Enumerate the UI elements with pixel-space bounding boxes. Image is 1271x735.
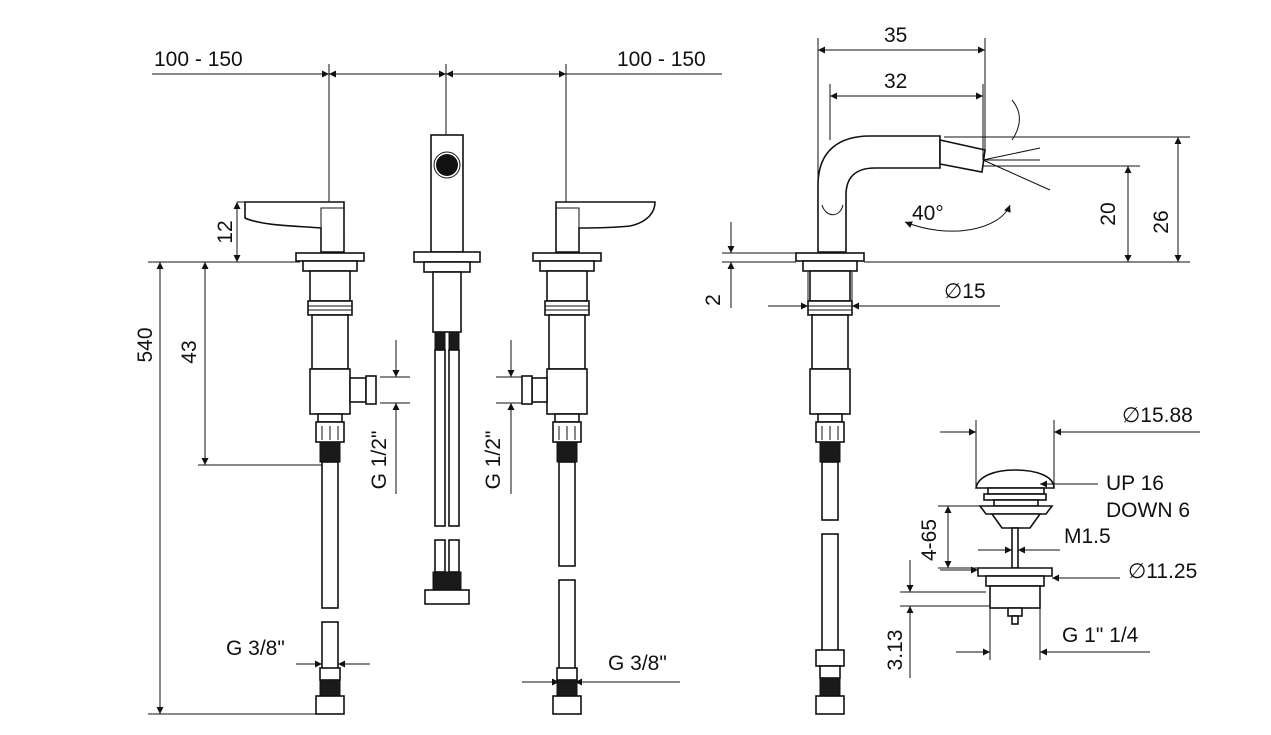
waste-down-label: DOWN 6 [1106,499,1190,522]
body-length-label: 43 [178,340,201,363]
center-spout-front [413,134,481,605]
waste-rod-label: M1.5 [1064,525,1111,548]
spacing-dimension: 100 - 150 100 - 150 [152,48,722,260]
waste-diameter-label: ∅15.88 [1122,404,1193,427]
hose-left-label: G 3/8" [226,637,285,660]
waste-height-label: 3.13 [884,630,907,671]
inlet-left-label: G 1/2" [368,431,391,490]
spout-reach-inner-label: 32 [884,70,907,93]
waste-up-label: UP 16 [1106,472,1164,495]
shank-diameter-dimension: ∅15 [768,272,1000,315]
waste-body-diameter-label: ∅11.25 [1128,560,1197,583]
spout-height-dimension: 20 26 [864,136,1190,263]
hose-right-dimension: G 3/8" [522,652,680,686]
hose-right-label: G 3/8" [608,652,667,675]
spout-reach-label: 35 [884,24,907,47]
inlet-right-label: G 1/2" [482,431,505,490]
flange-thickness-label: 2 [702,294,725,306]
waste-thread-label: G 1" 1/4 [1062,624,1139,647]
spout-reach-dimension: 35 32 [817,24,986,182]
left-valve [244,201,377,715]
body-length-dimension: 43 [178,262,322,466]
flange-thickness-dimension: 2 [702,222,796,308]
hose-left-dimension: G 3/8" [226,637,370,668]
spray-angle-label: 40° [912,202,944,225]
inlet-right-dimension: G 1/2" [482,340,522,494]
total-length-label: 540 [134,327,157,362]
spacing-left-label: 100 - 150 [154,48,243,71]
spout-height-label: 26 [1150,210,1173,233]
right-valve [521,201,656,715]
handle-height-label: 12 [214,220,237,243]
pop-up-waste [975,469,1055,625]
spout-height-inner-label: 20 [1097,202,1120,225]
waste-range-label: 4-65 [918,519,941,561]
inlet-left-dimension: G 1/2" [368,340,410,494]
spacing-right-label: 100 - 150 [617,48,706,71]
total-length-dimension: 540 [134,261,316,715]
aerator-icon [436,154,458,176]
waste-dimensions: ∅15.88 UP 16 DOWN 6 4-65 M1.5 ∅11.25 3.1… [884,404,1200,678]
shank-diameter-label: ∅15 [944,280,986,303]
